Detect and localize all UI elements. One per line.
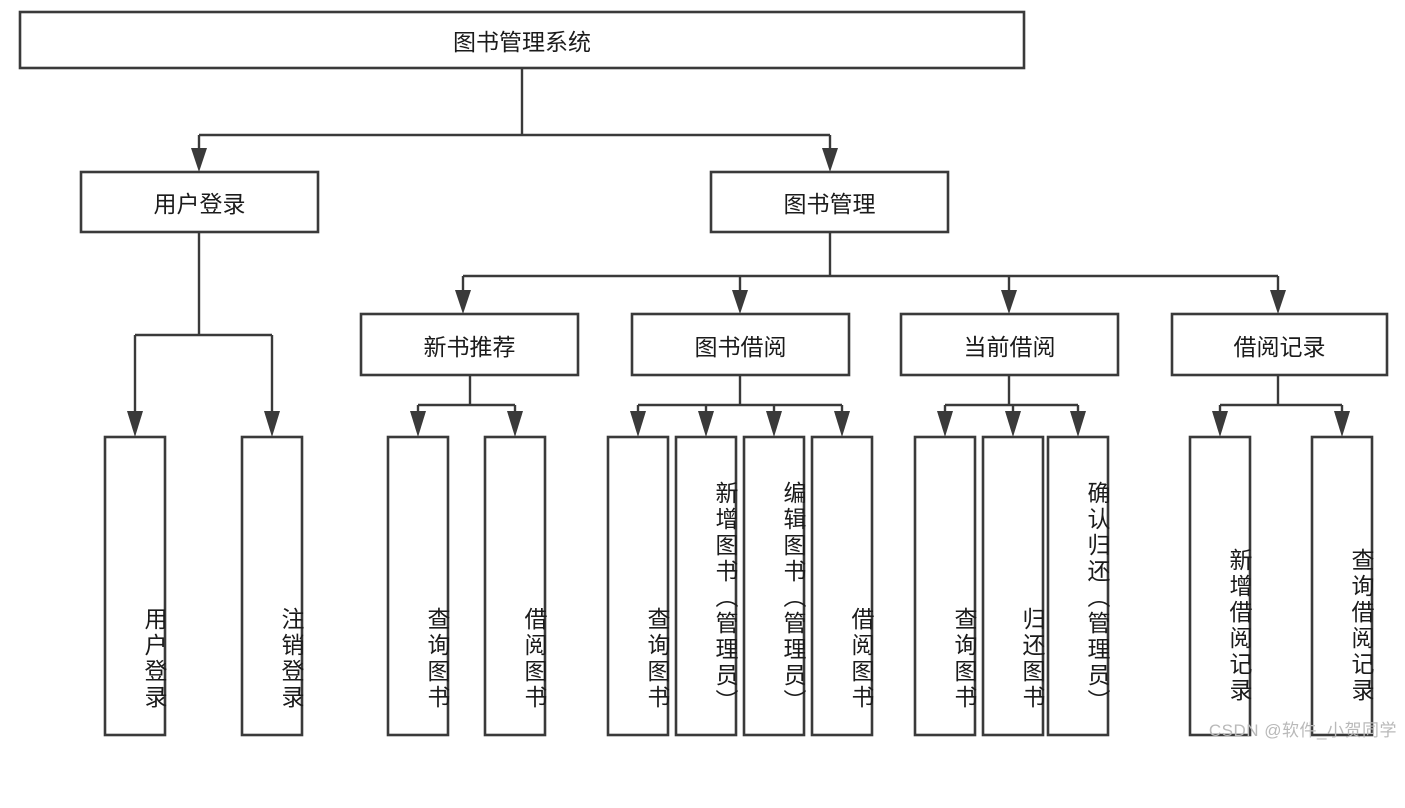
arrowhead-leaf-7 (766, 411, 782, 437)
node-box-leaf-edit-book[interactable] (742, 435, 806, 737)
node-box-root[interactable] (18, 10, 1026, 70)
connector-bookborrow-to-leaves (630, 375, 850, 437)
arrowhead-leaf-13 (1334, 411, 1350, 437)
arrowhead-leaf-3 (410, 411, 426, 437)
node-box-leaf-borrow-book-2[interactable] (810, 435, 874, 737)
connector-bookmanage-to-level3 (455, 232, 1286, 314)
arrowhead-current-borrow (1001, 290, 1017, 314)
watermark-text: CSDN @软件_小贺同学 (1208, 721, 1397, 740)
arrowhead-new-book (455, 290, 471, 314)
diagram-canvas (18, 10, 1389, 737)
arrowhead-leaf-1 (127, 411, 143, 437)
node-box-leaf-confirm-return[interactable] (1046, 435, 1110, 737)
arrowhead-borrow (732, 290, 748, 314)
node-box-leaf-add-book[interactable] (674, 435, 738, 737)
node-box-leaf-query-book-1[interactable] (386, 435, 450, 737)
arrowhead-borrow-record (1270, 290, 1286, 314)
arrowhead-user-login (191, 148, 207, 172)
arrowhead-leaf-6 (698, 411, 714, 437)
arrowhead-leaf-10 (1005, 411, 1021, 437)
node-box-current-borrow[interactable] (899, 312, 1120, 377)
node-box-leaf-query-record[interactable] (1310, 435, 1374, 737)
arrowhead-leaf-8 (834, 411, 850, 437)
node-box-leaf-borrow-book-1[interactable] (483, 435, 547, 737)
node-box-book-manage[interactable] (709, 170, 950, 234)
arrowhead-leaf-12 (1212, 411, 1228, 437)
diagram-root: 图书管理系统 用户登录 图书管理 新书推荐 图书借阅 当前借阅 借阅记录 用户登… (18, 10, 1397, 740)
node-box-leaf-logout[interactable] (240, 435, 304, 737)
connector-borrowrecord-to-leaves (1212, 375, 1350, 437)
node-box-book-borrow[interactable] (630, 312, 851, 377)
arrowhead-leaf-4 (507, 411, 523, 437)
node-box-leaf-query-book-3[interactable] (913, 435, 977, 737)
arrowhead-leaf-9 (937, 411, 953, 437)
node-box-new-book-recommend[interactable] (359, 312, 580, 377)
node-box-leaf-return-book[interactable] (981, 435, 1045, 737)
connector-currentborrow-to-leaves (937, 375, 1086, 437)
arrowhead-leaf-5 (630, 411, 646, 437)
node-box-borrow-record[interactable] (1170, 312, 1389, 377)
arrowhead-leaf-11 (1070, 411, 1086, 437)
arrowhead-leaf-2 (264, 411, 280, 437)
connector-root-to-level2 (191, 68, 838, 172)
node-box-leaf-add-record[interactable] (1188, 435, 1252, 737)
connector-newbook-to-leaves (410, 375, 523, 437)
arrowhead-book-manage (822, 148, 838, 172)
node-box-leaf-user-login[interactable] (103, 435, 167, 737)
node-box-user-login[interactable] (79, 170, 320, 234)
node-box-leaf-query-book-2[interactable] (606, 435, 670, 737)
connector-userlogin-to-leaves (127, 232, 280, 437)
